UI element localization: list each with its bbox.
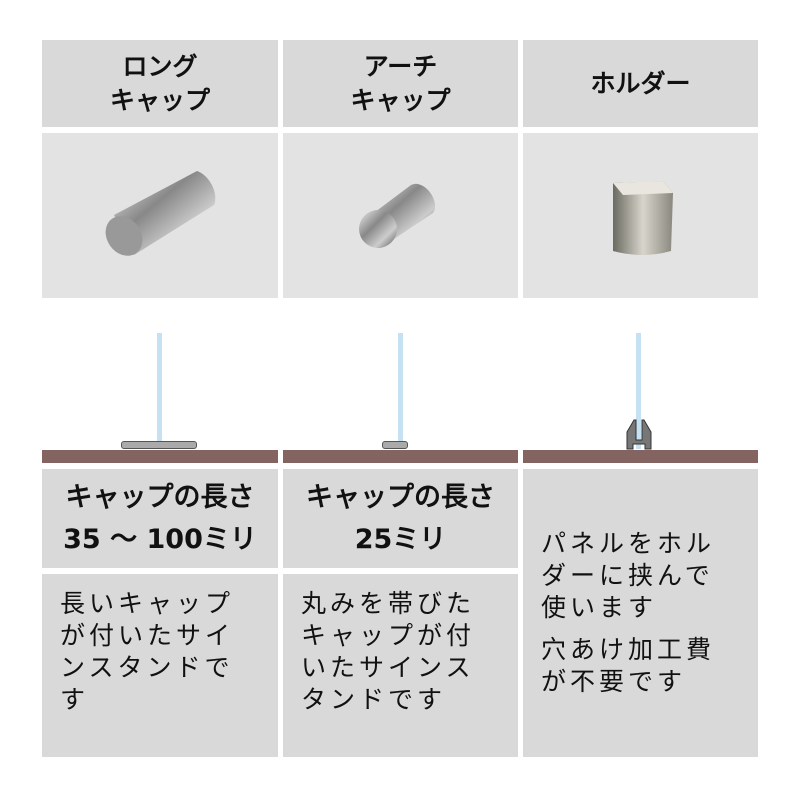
glass-panel	[157, 333, 162, 449]
holder-diagram	[626, 419, 652, 450]
description-text: 穴あけ加工費が不要です	[541, 635, 716, 696]
header-arch-cap: アーチキャップ	[283, 40, 518, 127]
floor	[523, 450, 758, 463]
description-text: 丸みを帯びたキャップが付いたサインスタンドです	[301, 589, 476, 714]
title: ホルダー	[590, 68, 691, 98]
description: 長いキャップが付いたサインスタンドです	[42, 574, 278, 757]
arch-cap-image	[283, 133, 518, 298]
long-cap-image	[42, 133, 278, 298]
description: 丸みを帯びたキャップが付いたサインスタンドです	[283, 574, 518, 757]
description-text: 長いキャップが付いたサインスタンドです	[60, 589, 235, 714]
description-text: パネルをホルダーに挟んで使います	[541, 529, 716, 622]
cap-length-spec: キャップの長さ 25ミリ	[283, 469, 518, 568]
title: アーチ	[363, 51, 438, 81]
floor	[42, 450, 278, 463]
spec-label: キャップの長さ	[306, 481, 495, 513]
spec-value: 35 ～ 100ミリ	[63, 523, 257, 555]
title: ロング	[122, 51, 198, 81]
glass-panel	[398, 333, 403, 449]
title: キャップ	[350, 85, 451, 115]
title: キャップ	[109, 85, 210, 115]
cap-length-spec: キャップの長さ 35 ～ 100ミリ	[42, 469, 278, 568]
floor	[283, 450, 518, 463]
arch-cap-diagram	[382, 441, 408, 449]
holder-image	[523, 133, 758, 298]
glass-panel	[636, 333, 641, 449]
description: パネルをホルダーに挟んで使います穴あけ加工費が不要です	[523, 469, 758, 757]
long-cap-diagram	[121, 441, 197, 449]
spec-value: 25ミリ	[354, 523, 447, 555]
header-long-cap: ロングキャップ	[42, 40, 278, 127]
header-holder: ホルダー	[523, 40, 758, 127]
spec-label: キャップの長さ	[65, 481, 255, 513]
